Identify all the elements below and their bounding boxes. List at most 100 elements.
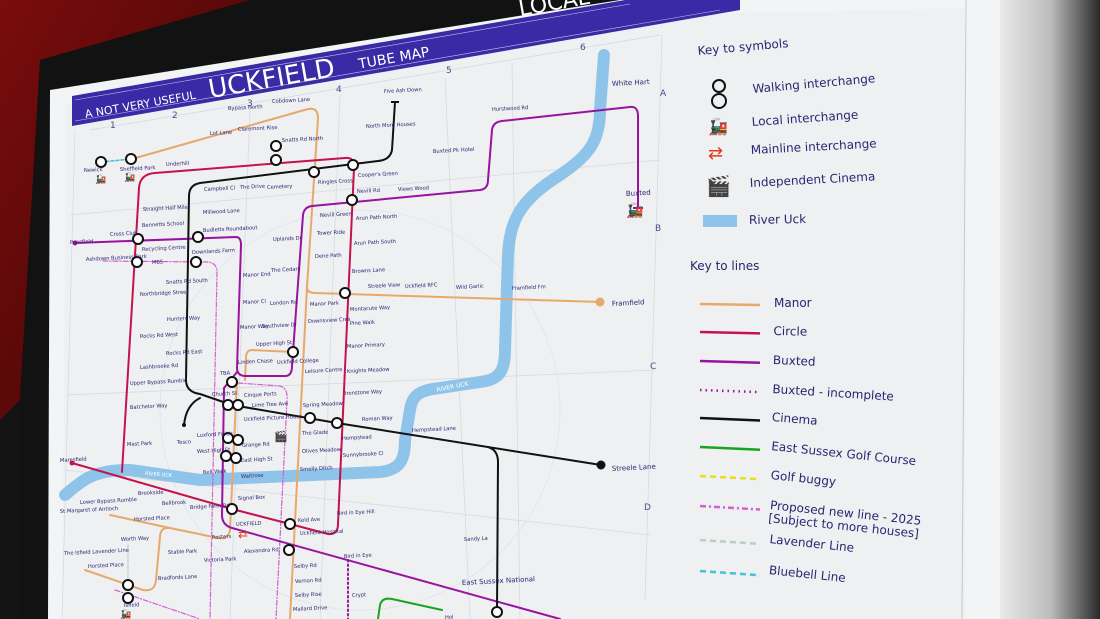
- station-label[interactable]: Lashbrooke Rd: [140, 363, 179, 371]
- station-label[interactable]: London Rd: [270, 300, 298, 307]
- station-label[interactable]: Selby Rd: [294, 563, 317, 570]
- station-label[interactable]: Downsview Cres: [308, 317, 351, 325]
- station-label[interactable]: Ringles Cross: [318, 178, 353, 186]
- station-label[interactable]: Waitrose: [241, 473, 264, 480]
- station-label[interactable]: Hunters Way: [167, 315, 201, 323]
- station-label[interactable]: Smelly Ditch: [300, 465, 333, 473]
- station-label[interactable]: Rosters: [212, 534, 232, 541]
- station-label[interactable]: Brookside: [138, 490, 164, 497]
- interchange-station[interactable]: [132, 233, 144, 245]
- interchange-station[interactable]: [339, 287, 351, 299]
- station-label[interactable]: Rocks Rd West: [140, 332, 178, 340]
- station-label[interactable]: Signal Box: [238, 495, 266, 502]
- station-label[interactable]: Bypass North: [228, 104, 263, 112]
- station-label[interactable]: Ironstone Way: [345, 389, 382, 397]
- terminus-ponsfield[interactable]: [72, 240, 78, 246]
- interchange-station[interactable]: [284, 518, 296, 530]
- terminus-streele-lane[interactable]: [596, 460, 606, 470]
- interchange-station[interactable]: [226, 503, 238, 515]
- station-label[interactable]: Horsted Place: [88, 562, 124, 570]
- station-label[interactable]: Rocks Rd East: [166, 349, 203, 357]
- interchange-station[interactable]: [308, 166, 320, 178]
- station-label[interactable]: Lot Lane: [210, 130, 233, 137]
- station-label[interactable]: The Drive: [239, 184, 265, 191]
- station-label[interactable]: Snatts Rd South: [166, 278, 208, 286]
- station-label[interactable]: Underhill: [166, 161, 190, 168]
- station-label[interactable]: Uckfield Hospital: [300, 529, 344, 537]
- station-label[interactable]: Downlands Farm: [192, 248, 235, 256]
- station-label[interactable]: Nevill Rd: [357, 188, 380, 195]
- interchange-station[interactable]: [304, 412, 316, 424]
- station-label[interactable]: Cooper's Green: [358, 171, 398, 179]
- station-label[interactable]: Lime Tree Ave: [252, 401, 288, 409]
- station-label[interactable]: Stable Park: [168, 548, 198, 556]
- station-label[interactable]: Cobdown Lane: [272, 97, 311, 105]
- station-label[interactable]: Linden Chase: [238, 358, 273, 366]
- station-label[interactable]: The Glade: [301, 430, 329, 437]
- station-label[interactable]: Uckfield College: [277, 358, 319, 366]
- station-label[interactable]: East High St: [241, 456, 273, 464]
- station-label[interactable]: TBA: [219, 370, 231, 377]
- station-label[interactable]: Cemetery: [267, 184, 293, 191]
- station-label[interactable]: Sandy La: [464, 536, 488, 543]
- station-label[interactable]: Olives Meadow: [302, 447, 342, 455]
- station-label[interactable]: Spring Meadow: [303, 401, 344, 409]
- station-label[interactable]: Bird in Eye Hill: [337, 509, 375, 517]
- station-label[interactable]: Views Wood: [398, 185, 429, 193]
- station-label[interactable]: Wild Garlic: [456, 284, 484, 291]
- station-label[interactable]: West High St: [197, 447, 231, 455]
- interchange-station[interactable]: [122, 592, 134, 604]
- station-label[interactable]: North More Houses: [366, 121, 416, 130]
- station-label[interactable]: Pine Walk: [350, 320, 375, 327]
- interchange-station[interactable]: [131, 256, 143, 268]
- station-label[interactable]: Budletts Roundabout: [203, 225, 258, 234]
- station-label[interactable]: Cross Club: [110, 231, 138, 238]
- station-label[interactable]: Roman Way: [362, 415, 393, 423]
- station-label[interactable]: Browns Lane: [352, 267, 385, 275]
- station-label[interactable]: Upper Bypass Rumble: [130, 378, 187, 387]
- station-label[interactable]: Isfield: [124, 602, 140, 609]
- station-label[interactable]: Ashdown Business Park: [86, 254, 147, 263]
- station-label[interactable]: Victoria Park: [204, 556, 237, 564]
- terminus-maresfield[interactable]: [69, 460, 75, 466]
- station-label[interactable]: Northbridge Street: [140, 289, 189, 298]
- interchange-station[interactable]: [270, 140, 282, 152]
- interchange-station[interactable]: [232, 399, 244, 411]
- station-label[interactable]: Arun Path North: [356, 214, 398, 222]
- station-label[interactable]: Bennetts School: [142, 221, 184, 229]
- station-label[interactable]: Claremont Rise: [238, 125, 278, 133]
- station-label[interactable]: Grange Rd: [242, 442, 270, 449]
- station-label[interactable]: Alexandra Rd: [244, 547, 279, 555]
- station-label[interactable]: Church St: [212, 391, 238, 398]
- station-label[interactable]: UCKFIELD: [236, 521, 262, 528]
- station-label[interactable]: Five Ash Down: [384, 87, 422, 95]
- interchange-station[interactable]: [125, 153, 137, 165]
- station-label[interactable]: Tower Ride: [316, 230, 345, 238]
- station-label[interactable]: Uplands Dr: [273, 235, 303, 243]
- station-label[interactable]: Vernon Rd: [295, 578, 322, 585]
- terminus-framfield[interactable]: [595, 297, 605, 307]
- station-label[interactable]: Crypt: [352, 592, 366, 599]
- station-label[interactable]: Streele View: [368, 282, 401, 290]
- interchange-station[interactable]: [232, 434, 244, 446]
- station-label[interactable]: Straight Half Mile: [143, 205, 188, 213]
- interchange-station[interactable]: [226, 376, 238, 388]
- station-label[interactable]: Framfield Fm: [512, 284, 546, 292]
- station-label[interactable]: Cinque Ports: [244, 391, 277, 399]
- station-label[interactable]: Buxted Pk Hotel: [433, 147, 475, 155]
- station-label[interactable]: Buxted: [626, 189, 651, 198]
- station-label[interactable]: East Sussex National: [462, 575, 536, 587]
- station-label[interactable]: Batchelor Way: [130, 403, 168, 411]
- interchange-station[interactable]: [192, 231, 204, 243]
- station-label[interactable]: Bellbrook: [162, 500, 187, 507]
- interchange-station[interactable]: [190, 256, 202, 268]
- station-label[interactable]: Uckfield RFC: [405, 282, 438, 290]
- station-label[interactable]: Keld Ave: [298, 517, 321, 524]
- station-label[interactable]: The Isfield Lavender Line: [63, 548, 129, 557]
- station-label[interactable]: Leisure Centre: [305, 367, 343, 375]
- interchange-station[interactable]: [270, 154, 282, 166]
- station-label[interactable]: MBS: [152, 259, 164, 266]
- station-label[interactable]: Knights Meadow: [347, 367, 391, 375]
- station-label[interactable]: White Hart: [612, 78, 650, 88]
- station-label[interactable]: Southview Dr: [262, 322, 298, 330]
